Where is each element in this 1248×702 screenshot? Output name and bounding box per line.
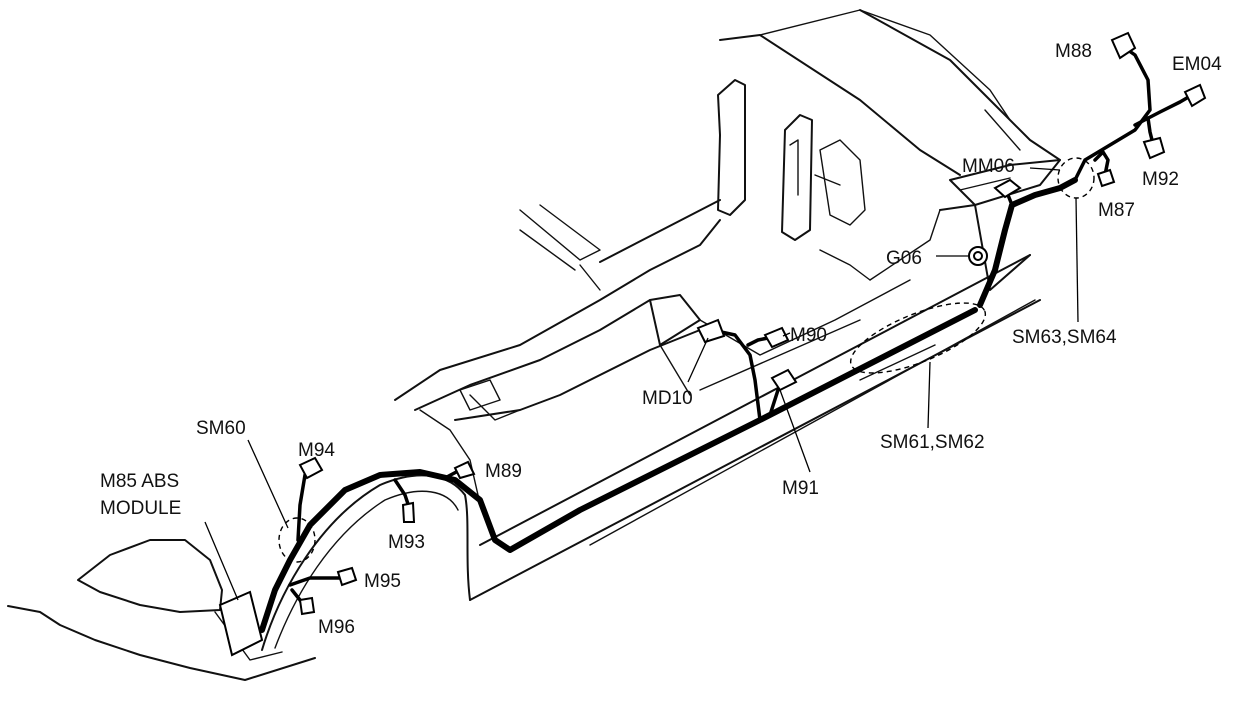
splice-sm61-sm62-marker: [849, 302, 987, 374]
label-m89: M89: [485, 461, 522, 482]
splice-markers: [278, 157, 1095, 563]
main-harness-trunk: [259, 307, 978, 633]
ground-g06-inner: [973, 251, 983, 261]
label-m85-line2: MODULE: [100, 498, 181, 519]
connector-m92: [1142, 136, 1166, 160]
label-m95: M95: [364, 571, 401, 592]
connector-em04: [1183, 83, 1207, 108]
connector-m89: [453, 460, 476, 480]
splice-sm60-marker: [278, 517, 316, 563]
connector-m87: [1096, 168, 1116, 188]
branch-mm06: [1006, 193, 1014, 207]
connectors: [218, 31, 1207, 657]
labels: M88 EM04 MM06 M92 M87 G06 SM63,SM64 M90 …: [100, 41, 1222, 638]
connector-m96: [298, 596, 316, 616]
connector-m93: [401, 501, 416, 523]
label-sm63-sm64: SM63,SM64: [1012, 327, 1117, 348]
connector-m91: [770, 368, 798, 392]
connector-mm06: [993, 178, 1022, 199]
connector-m94: [298, 456, 324, 480]
m85-abs-module: [218, 590, 264, 657]
label-m96: M96: [318, 617, 355, 638]
label-m92: M92: [1142, 169, 1179, 190]
branch-m92: [1146, 116, 1154, 142]
label-m91: M91: [782, 478, 819, 499]
label-sm60: SM60: [196, 418, 246, 439]
label-m94: M94: [298, 440, 335, 461]
leader-lines: [204, 167, 1079, 601]
branch-m94: [296, 473, 307, 542]
branch-m90: [746, 336, 770, 347]
label-m87: M87: [1098, 200, 1135, 221]
branch-em04: [1133, 93, 1194, 127]
label-g06: G06: [886, 248, 922, 269]
connector-md10: [696, 318, 726, 344]
label-em04: EM04: [1172, 54, 1222, 75]
label-md10: MD10: [642, 388, 693, 409]
connector-m88: [1110, 31, 1137, 60]
label-sm61-sm62: SM61,SM62: [880, 432, 985, 453]
branch-m87: [1093, 150, 1110, 177]
label-m85-line1: M85 ABS: [100, 471, 179, 492]
label-m90: M90: [790, 325, 827, 346]
branch-m95: [288, 576, 342, 587]
branch-m88: [1073, 46, 1152, 182]
label-m93: M93: [388, 532, 425, 553]
vehicle-body-outline: [7, 9, 1061, 681]
connector-m90: [763, 326, 790, 349]
label-mm06: MM06: [962, 156, 1015, 177]
label-m88: M88: [1055, 41, 1092, 62]
connector-m95: [336, 566, 358, 587]
branch-md10: [710, 328, 762, 422]
